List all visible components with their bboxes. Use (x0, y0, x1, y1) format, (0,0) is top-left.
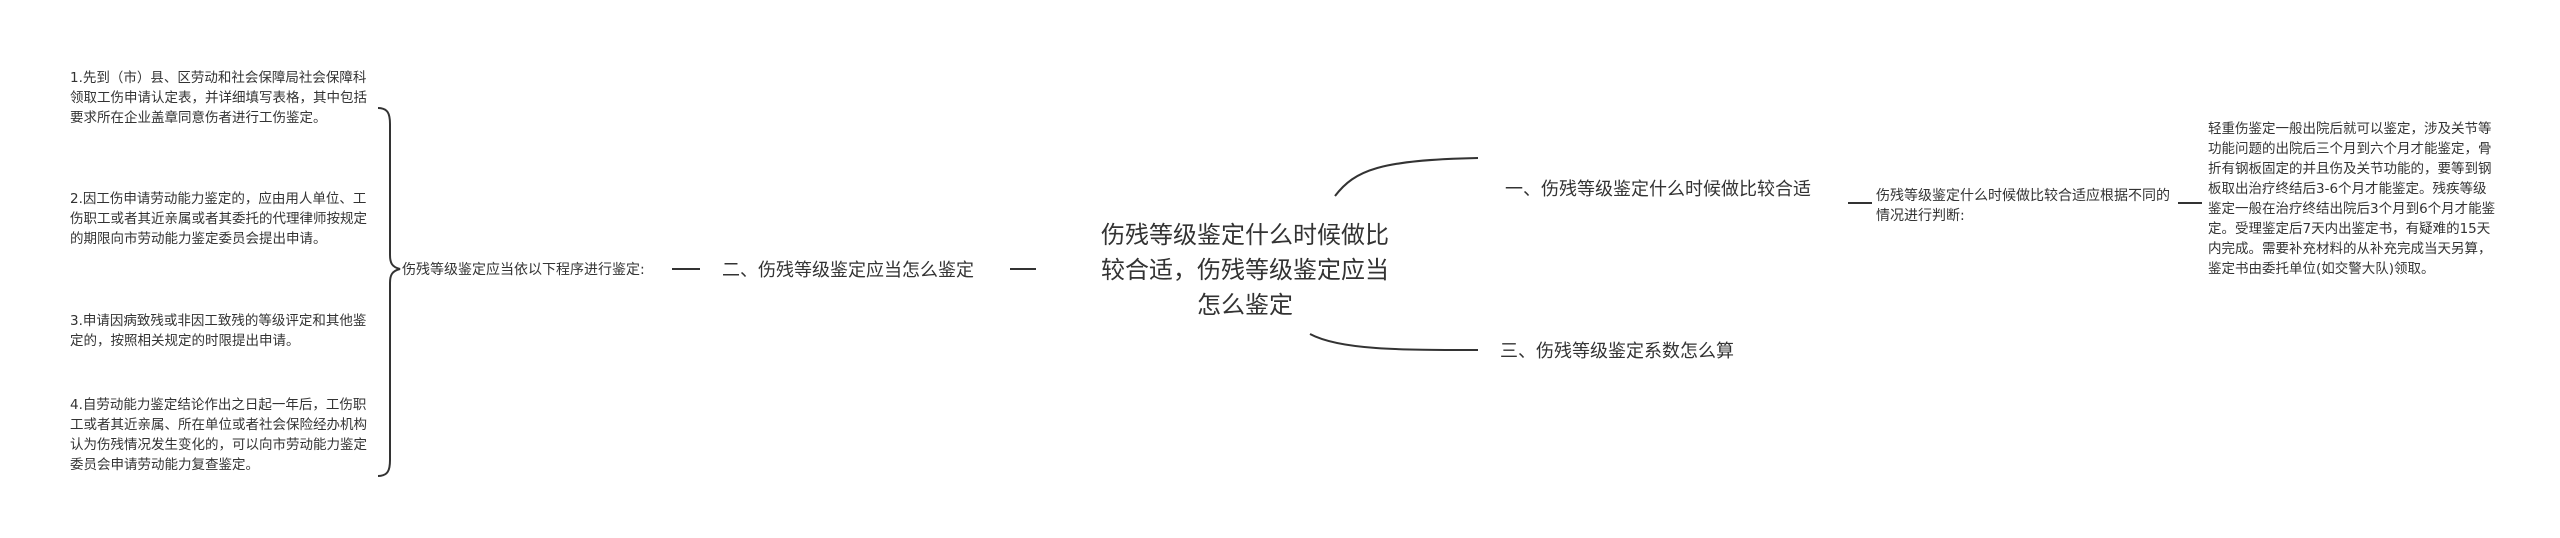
link-central-branch3 (1309, 333, 1479, 351)
step-3[interactable]: 3.申请因病致残或非因工致残的等级评定和其他鉴定的，按照相关规定的时限提出申请。 (70, 313, 367, 349)
branch-how-child[interactable]: 伤残等级鉴定应当依以下程序进行鉴定: (402, 262, 645, 278)
branch-when-to-assess[interactable]: 一、伤残等级鉴定什么时候做比较合适 (1505, 179, 1811, 200)
step-2[interactable]: 2.因工伤申请劳动能力鉴定的，应由用人单位、工伤职工或者其近亲属或者其委托的代理… (70, 191, 367, 247)
step-4[interactable]: 4.自劳动能力鉴定结论作出之日起一年后，工伤职工或者其近亲属、所在单位或者社会保… (70, 397, 367, 473)
step-1[interactable]: 1.先到（市）县、区劳动和社会保障局社会保障科领取工伤申请认定表，并详细填写表格… (70, 70, 367, 126)
branch-when-child[interactable]: 伤残等级鉴定什么时候做比较合适应根据不同的情况进行判断: (1876, 188, 2170, 225)
branch-coefficient[interactable]: 三、伤残等级鉴定系数怎么算 (1500, 341, 1734, 362)
link-central-branch1 (1334, 157, 1479, 197)
branch-how-to-assess[interactable]: 二、伤残等级鉴定应当怎么鉴定 (722, 260, 974, 281)
central-topic[interactable]: 伤残等级鉴定什么时候做比较合适，伤残等级鉴定应当怎么鉴定 (1101, 221, 1389, 319)
branch-when-detail[interactable]: 轻重伤鉴定一般出院后就可以鉴定，涉及关节等功能问题的出院后三个月到六个月才能鉴定… (2208, 121, 2496, 277)
steps-bracket (377, 107, 401, 477)
